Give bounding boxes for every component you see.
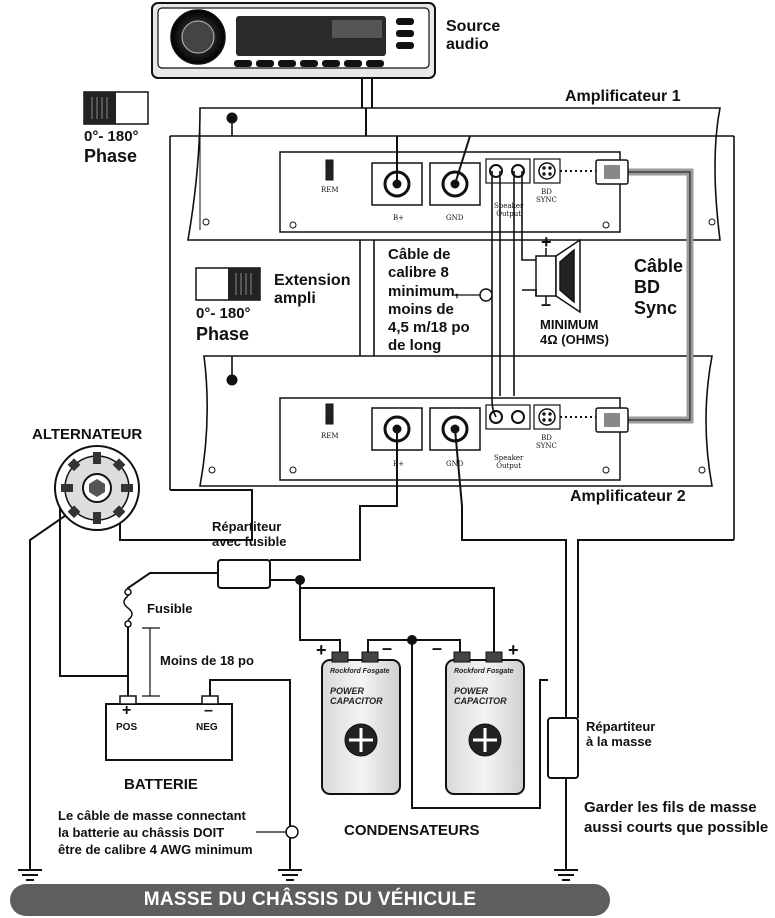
battery-minus: – — [204, 702, 213, 719]
amp1-rem-label: REM — [321, 186, 339, 194]
battery-plus: + — [122, 702, 132, 719]
cap-right-plus: + — [508, 640, 519, 660]
amp1-gnd-label: GND — [446, 214, 464, 222]
amp2-bplus-label: B+ — [393, 460, 405, 468]
distance-indicator — [142, 627, 160, 697]
battery — [105, 695, 233, 761]
amp1-bplus-label: B+ — [393, 214, 405, 222]
fuse — [123, 588, 133, 628]
phase-mid-range: 0°- 180° — [196, 305, 251, 322]
alternator-label: ALTERNATEUR — [32, 426, 143, 443]
amp2-rem-label: REM — [321, 432, 339, 440]
cable-callouts — [285, 288, 493, 839]
fuse-block — [217, 559, 271, 589]
power-wiring — [29, 108, 734, 870]
battery-neg: NEG — [196, 722, 218, 733]
fuse-label: Fusible — [147, 601, 193, 616]
cap-left-plus: + — [316, 640, 327, 660]
battery-label: BATTERIE — [124, 776, 198, 793]
junction-dots — [295, 575, 417, 645]
rca-cable — [361, 78, 373, 108]
phase-switch-top — [83, 91, 149, 125]
extension-ampli-box — [169, 118, 735, 540]
speaker-minus: – — [541, 294, 552, 314]
phase-top-range: 0°- 180° — [84, 128, 139, 145]
amp1-label: Amplificateur 1 — [565, 88, 681, 105]
speaker — [535, 238, 581, 314]
cap-right-brand: Rockford Fosgate — [454, 668, 514, 675]
speaker-plus: + — [541, 232, 552, 252]
bd-sync-cable — [560, 159, 694, 433]
capacitor-left — [321, 651, 401, 795]
phase-top-word: Phase — [84, 146, 138, 166]
alternator — [54, 445, 140, 531]
capacitor-right — [445, 651, 525, 795]
distance-label: Moins de 18 po — [160, 653, 254, 668]
chassis-ground-label: MASSE DU CHÂSSIS DU VÉHICULE — [143, 889, 477, 910]
head-unit — [151, 2, 436, 79]
phase-switch-mid — [195, 267, 261, 301]
ground-block — [547, 717, 579, 779]
ground-cable-note: Le câble de masse connectant la batterie… — [58, 808, 253, 857]
cap-left-brand: Rockford Fosgate — [330, 668, 390, 675]
chassis-ground-banner: MASSE DU CHÂSSIS DU VÉHICULE — [10, 884, 610, 916]
speaker-wires — [491, 171, 537, 418]
amplifier-1 — [187, 107, 721, 241]
amp2-gnd-label: GND — [446, 460, 464, 468]
capacitors-label: CONDENSATEURS — [344, 822, 480, 839]
amp2-label: Amplificateur 2 — [570, 488, 686, 505]
phase-mid-word: Phase — [196, 324, 250, 344]
battery-pos: POS — [116, 722, 138, 733]
ground-symbols — [18, 869, 578, 881]
cap-left-minus: – — [382, 638, 393, 658]
cap-right-minus: – — [432, 638, 443, 658]
